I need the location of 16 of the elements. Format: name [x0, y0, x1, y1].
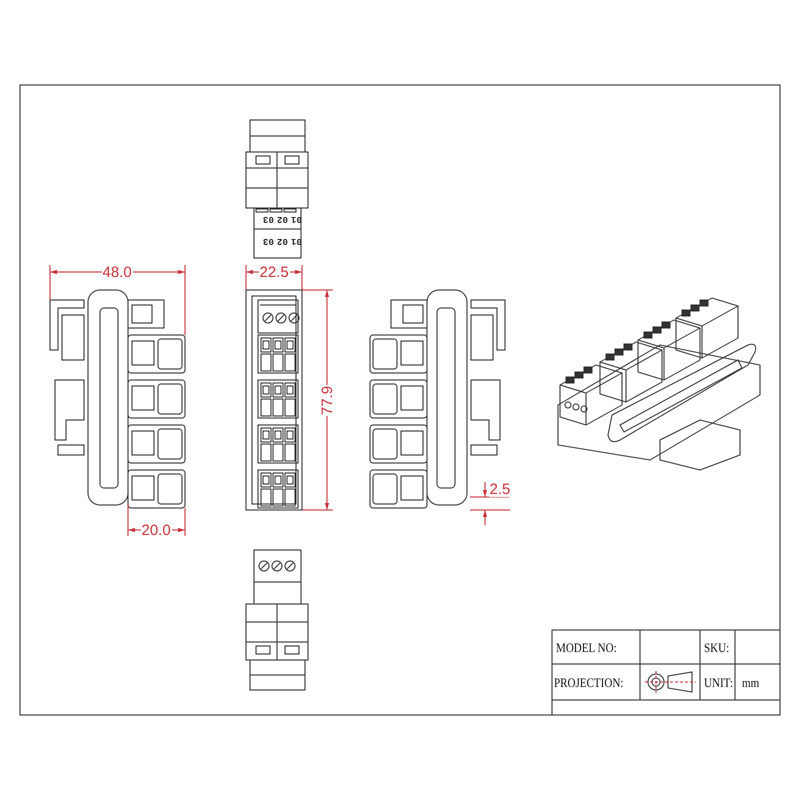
terminal-number: 01 [290, 214, 302, 222]
terminal-number: 01 [290, 236, 302, 244]
dimension-value: 22.5 [258, 264, 290, 280]
terminal-number: 02 [276, 236, 288, 244]
dimension-value: 2.5 [488, 482, 512, 496]
dimension-value: 77.9 [320, 384, 335, 416]
terminal-number: 03 [262, 236, 274, 244]
field-label: MODEL NO: [556, 640, 617, 654]
field-label: UNIT: [704, 676, 733, 688]
field-label: PROJECTION: [554, 676, 624, 688]
field-label: SKU: [704, 640, 730, 654]
dimension-value: 20.0 [140, 522, 172, 538]
field-value: mm [742, 676, 760, 688]
terminal-number: 02 [276, 214, 288, 222]
dimension-value: 48.0 [102, 264, 133, 280]
terminal-number: 03 [262, 214, 274, 222]
